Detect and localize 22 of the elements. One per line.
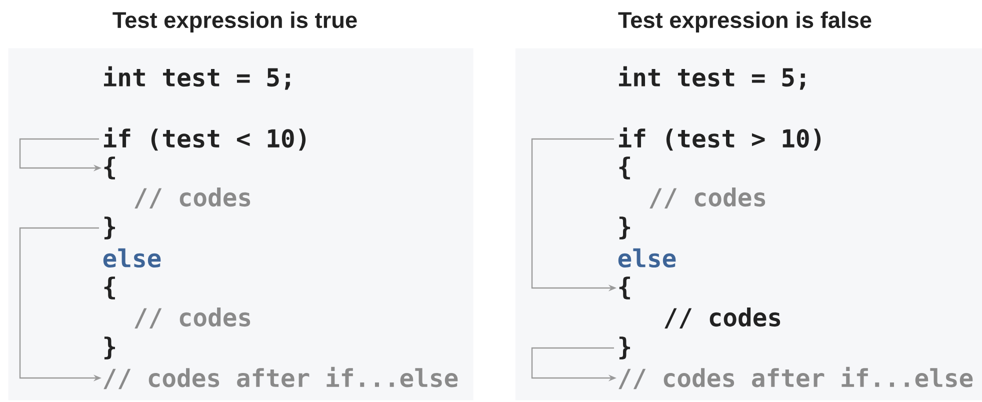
- code-line: int test = 5;: [104, 66, 290, 90]
- code-line: }: [619, 336, 630, 360]
- code-line: int test = 5;: [618, 66, 805, 90]
- node-label: Test expression is false: [618, 11, 872, 33]
- code-line: {: [619, 156, 630, 180]
- code-line: if (test < 10): [104, 127, 306, 151]
- code-line: else: [618, 248, 676, 268]
- code-line: }: [619, 216, 630, 240]
- code-line: if (test > 10): [618, 127, 821, 151]
- code-line: {: [104, 156, 115, 180]
- code-line: // codes: [664, 307, 780, 328]
- code-line: }: [104, 216, 115, 240]
- code-line: // codes after if...else: [618, 366, 973, 390]
- code-line: // codes after if...else: [104, 366, 458, 390]
- code-line: // codes: [134, 307, 250, 328]
- code-line: // codes: [650, 187, 766, 208]
- code-line: {: [104, 276, 115, 300]
- code-line: }: [104, 336, 115, 360]
- code-line: {: [619, 276, 630, 300]
- code-line: else: [103, 248, 161, 268]
- code-line: // codes: [134, 187, 250, 208]
- node-label: Test expression is true: [112, 11, 357, 33]
